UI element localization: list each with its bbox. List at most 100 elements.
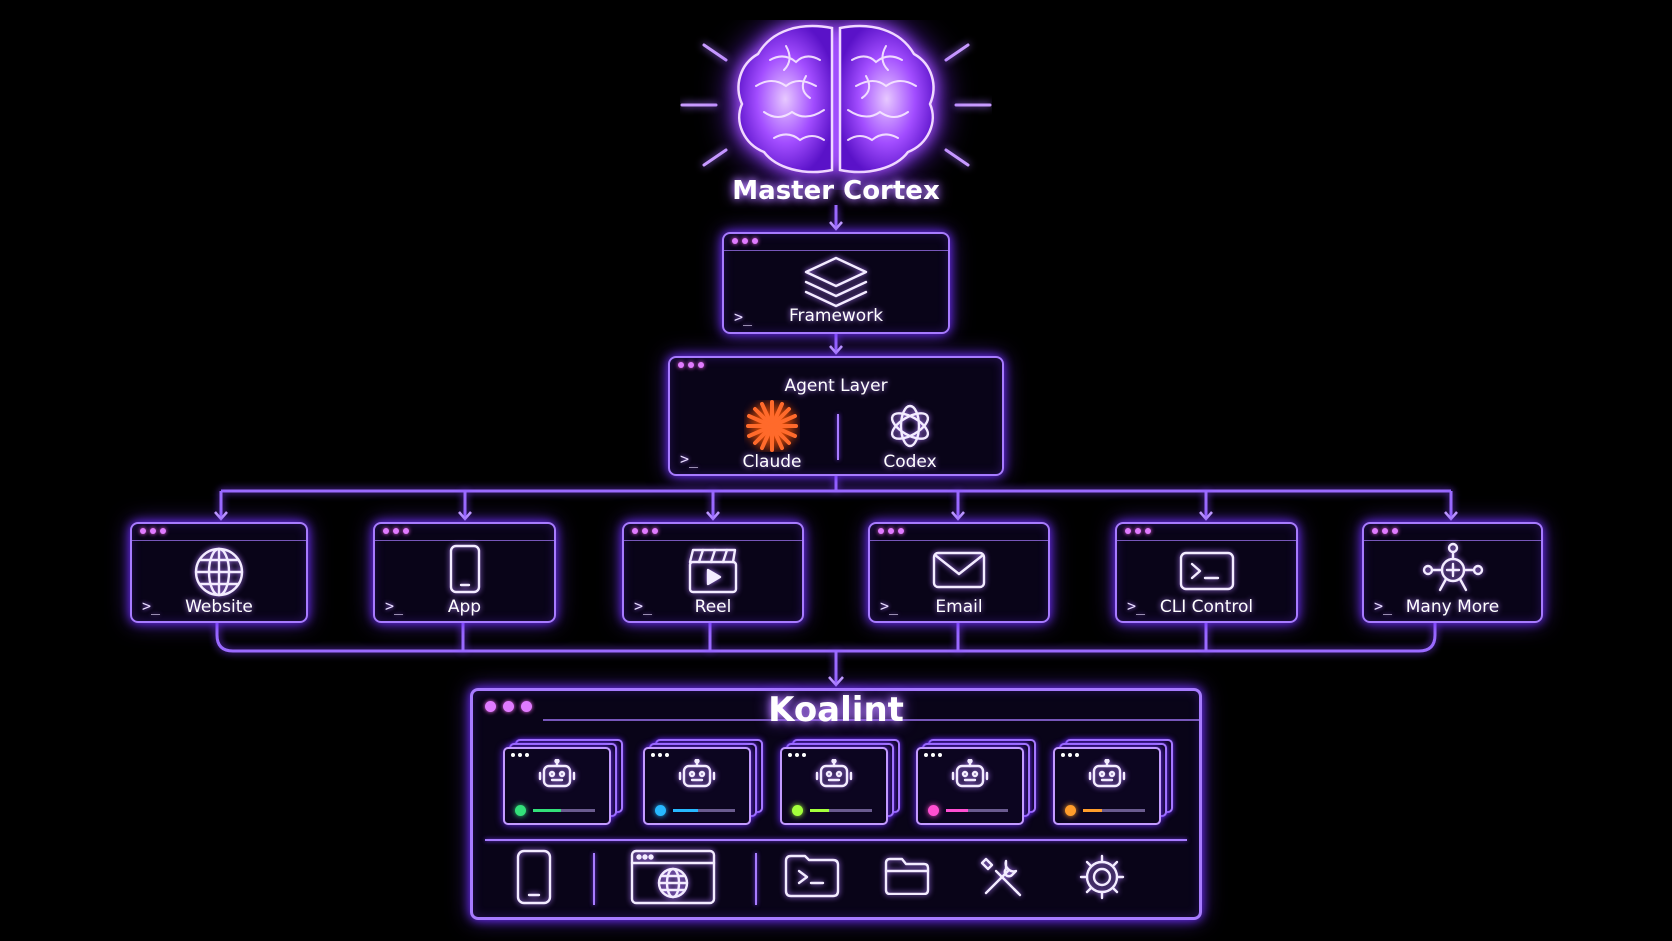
window-titlebar xyxy=(670,358,1002,374)
clapperboard-icon xyxy=(688,548,738,594)
window-titlebar xyxy=(724,234,948,251)
envelope-icon xyxy=(932,551,986,589)
card-dots xyxy=(511,753,529,757)
terminal-prompt: >_ xyxy=(142,597,161,615)
output-label: App xyxy=(447,597,482,617)
status-dot xyxy=(928,805,939,816)
output-label: Reel xyxy=(694,597,732,617)
titlebar-rule xyxy=(543,719,1199,721)
output-label: Many More xyxy=(1405,597,1500,617)
terminal-prompt: >_ xyxy=(1127,597,1146,615)
card-dots xyxy=(1061,753,1079,757)
connector-arrowhead xyxy=(214,511,228,521)
status-dot xyxy=(515,805,526,816)
window-titlebar xyxy=(870,524,1048,541)
robot-icon xyxy=(1088,759,1126,788)
koalint-title: Koalint xyxy=(768,690,904,730)
output-label: Website xyxy=(185,597,253,617)
window-titlebar xyxy=(375,524,554,541)
terminal-prompt: >_ xyxy=(880,597,899,615)
window-titlebar xyxy=(473,691,1199,721)
agent-divider xyxy=(837,414,839,460)
tool-divider xyxy=(593,853,595,905)
terminal-icon[interactable] xyxy=(783,853,841,899)
tools-icon[interactable] xyxy=(978,853,1026,901)
master-cortex-brain xyxy=(680,20,992,190)
robot-icon xyxy=(538,759,576,788)
openai-icon xyxy=(890,404,930,448)
gear-icon[interactable] xyxy=(1078,853,1126,901)
connector-arrowhead xyxy=(951,511,965,521)
progress-fill xyxy=(673,809,698,812)
output-app[interactable]: >_ App xyxy=(373,522,556,623)
agent-claude[interactable]: Claude xyxy=(712,400,832,472)
terminal-prompt: >_ xyxy=(634,597,653,615)
status-dot xyxy=(1065,805,1076,816)
agent-codex[interactable]: Codex xyxy=(850,400,970,472)
agent-card[interactable] xyxy=(503,739,627,825)
agent-card-front xyxy=(780,747,888,825)
progress-track xyxy=(810,809,872,812)
agent-card[interactable] xyxy=(916,739,1040,825)
browser-globe-icon[interactable] xyxy=(630,849,716,905)
window-titlebar xyxy=(1117,524,1296,541)
progress-fill xyxy=(810,809,829,812)
progress-fill xyxy=(1083,809,1102,812)
output-email[interactable]: >_ Email xyxy=(868,522,1050,623)
master-cortex-title: Master Cortex xyxy=(732,176,940,206)
robot-icon xyxy=(815,759,853,788)
terminal-prompt: >_ xyxy=(734,308,753,326)
agent-card[interactable] xyxy=(780,739,904,825)
robot-icon xyxy=(951,759,989,788)
codex-label: Codex xyxy=(883,452,937,472)
card-dots xyxy=(924,753,942,757)
agent-layer-window[interactable]: Agent Layer Claude xyxy=(668,356,1004,476)
framework-label: Framework xyxy=(788,306,884,326)
layers-icon xyxy=(804,256,868,308)
phone-icon[interactable] xyxy=(515,849,553,905)
connector-arrowhead xyxy=(1444,511,1458,521)
terminal-icon xyxy=(1179,551,1234,591)
agent-card[interactable] xyxy=(1053,739,1177,825)
agent-layer-title: Agent Layer xyxy=(784,376,888,396)
card-dots xyxy=(651,753,669,757)
status-dot xyxy=(792,805,803,816)
output-label: Email xyxy=(935,597,983,617)
output-website[interactable]: >_ Website xyxy=(130,522,308,623)
progress-track xyxy=(946,809,1008,812)
progress-fill xyxy=(946,809,968,812)
output-reel[interactable]: >_ Reel xyxy=(622,522,804,623)
window-titlebar xyxy=(132,524,306,541)
terminal-prompt: >_ xyxy=(385,597,404,615)
connector-arrowhead xyxy=(706,511,720,521)
window-titlebar xyxy=(624,524,802,541)
agent-card-front xyxy=(916,747,1024,825)
folder-icon[interactable] xyxy=(883,855,931,895)
agent-card[interactable] xyxy=(643,739,767,825)
globe-icon xyxy=(194,547,244,597)
window-titlebar xyxy=(1364,524,1541,541)
koalint-window[interactable] xyxy=(470,688,1202,920)
progress-track xyxy=(673,809,735,812)
claude-icon xyxy=(746,400,798,452)
tool-divider xyxy=(755,853,757,905)
status-dot xyxy=(655,805,666,816)
agent-card-front xyxy=(503,747,611,825)
tools-rule xyxy=(485,839,1187,841)
output-many-more[interactable]: >_ Many More xyxy=(1362,522,1543,623)
connector-arrowhead xyxy=(458,511,472,521)
agent-card-front xyxy=(643,747,751,825)
card-dots xyxy=(788,753,806,757)
output-label: CLI Control xyxy=(1159,597,1254,617)
terminal-prompt: >_ xyxy=(1374,597,1393,615)
progress-track xyxy=(1083,809,1145,812)
output-cli-control[interactable]: >_ CLI Control xyxy=(1115,522,1298,623)
progress-track xyxy=(533,809,595,812)
framework-window[interactable]: >_ Framework xyxy=(722,232,950,334)
terminal-prompt: >_ xyxy=(680,450,699,468)
network-plus-icon xyxy=(1422,542,1483,592)
claude-label: Claude xyxy=(742,452,802,472)
connector-arrowhead xyxy=(1199,511,1213,521)
